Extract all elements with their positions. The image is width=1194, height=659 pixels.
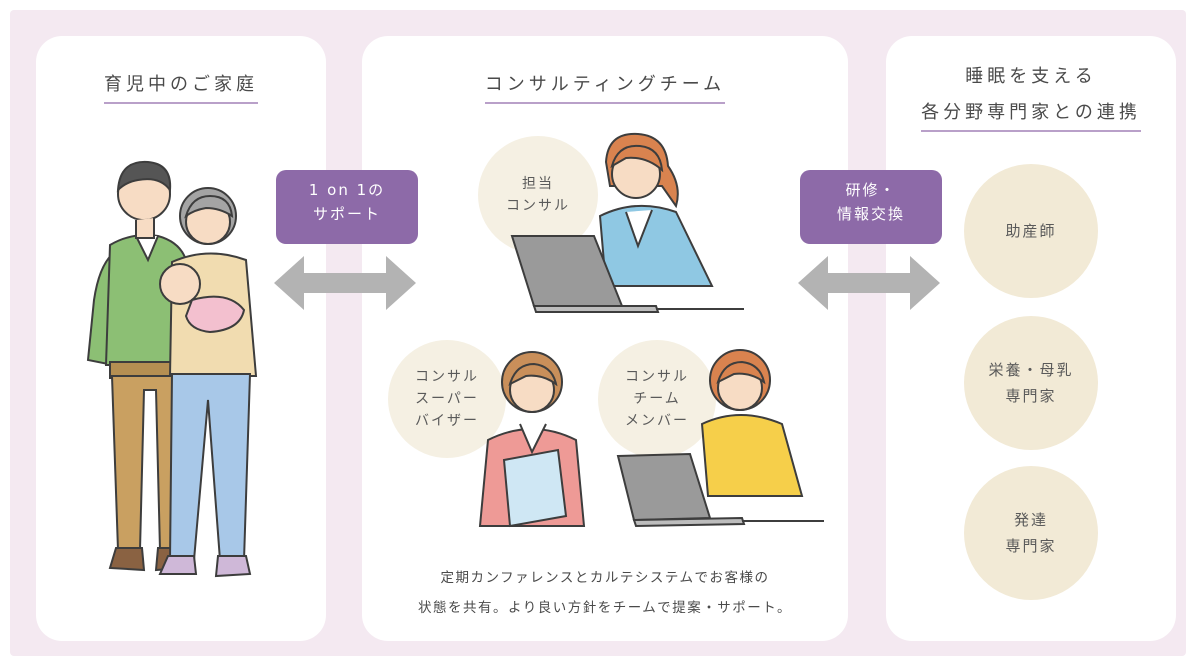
exchange-tag: 研修・ 情報交換 — [800, 170, 942, 244]
baby-figure — [159, 263, 246, 334]
experts-title-line-2: 各分野専門家との連携 — [921, 104, 1141, 132]
role-supervisor-line-3: バイザー — [415, 413, 479, 429]
consulting-title-text: コンサルティングチーム — [484, 76, 726, 104]
family-illustration — [86, 160, 258, 578]
exchange-tag-line-2: 情報交換 — [836, 205, 905, 223]
support-tag-line-1: 1 on 1の — [308, 181, 386, 199]
family-panel-title: 育児中のご家庭 — [36, 76, 326, 104]
expert-nutrition-circle: 栄養・母乳 専門家 — [964, 316, 1098, 450]
caption-line-1: 定期カンファレンスとカルテシステムでお客様の — [440, 570, 770, 586]
experts-title-line-2-wrap: 各分野専門家との連携 — [886, 104, 1176, 132]
support-tag: 1 on 1の サポート — [276, 170, 418, 244]
expert-development-circle: 発達 専門家 — [964, 466, 1098, 600]
role-member-line-3: メンバー — [625, 413, 689, 429]
consulting-panel: コンサルティングチーム — [362, 36, 848, 641]
role-lead-line-1: 担当 — [522, 176, 554, 192]
lead-consultant-illustration — [510, 132, 744, 313]
expert-development-line-2: 専門家 — [1005, 537, 1057, 555]
role-member-circle: コンサル チーム メンバー — [598, 340, 716, 458]
double-arrow-left — [274, 256, 416, 310]
consulting-panel-title: コンサルティングチーム — [362, 76, 848, 104]
expert-nutrition-line-2: 専門家 — [1005, 387, 1057, 405]
expert-midwife-label: 助産師 — [1005, 222, 1057, 240]
caption-line-2: 状態を共有。より良い方針をチームで提案・サポート。 — [417, 600, 793, 616]
expert-nutrition-line-1: 栄養・母乳 — [988, 361, 1074, 379]
expert-development-line-1: 発達 — [1013, 511, 1048, 529]
family-title-text: 育児中のご家庭 — [104, 76, 258, 104]
expert-midwife-circle: 助産師 — [964, 164, 1098, 298]
double-arrow-right — [798, 256, 940, 310]
member-illustration — [616, 349, 824, 528]
role-supervisor-line-2: スーパー — [415, 391, 479, 407]
experts-title-line-1: 睡眠を支える — [965, 66, 1097, 87]
role-member-line-1: コンサル — [625, 369, 689, 385]
mother-figure — [158, 187, 258, 578]
role-member-line-2: チーム — [633, 391, 681, 407]
role-supervisor-line-1: コンサル — [415, 369, 479, 385]
supervisor-illustration — [478, 351, 586, 528]
role-supervisor-circle: コンサル スーパー バイザー — [388, 340, 506, 458]
role-lead-line-2: コンサル — [506, 198, 570, 214]
role-lead-circle: 担当 コンサル — [478, 136, 598, 254]
exchange-tag-line-1: 研修・ — [845, 181, 897, 199]
support-tag-line-2: サポート — [312, 205, 381, 223]
